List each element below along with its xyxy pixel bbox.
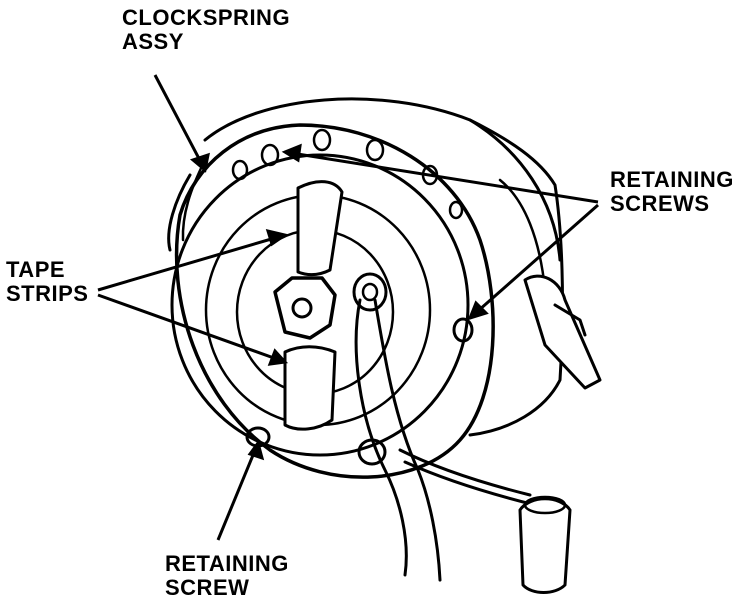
arrowhead-clockspring [189,152,210,173]
wire-harness-1 [354,298,408,577]
label-clockspring-line2: ASSY [122,29,184,54]
arrowhead-retaining-screw [247,439,265,461]
outer-flange [174,123,495,479]
switch-lever [523,274,602,390]
leader-clockspring [153,74,207,171]
flange-lip-inner [181,158,207,242]
wire-harness-2 [373,298,442,582]
label-retaining-screws: RETAINING SCREWS [610,168,734,216]
hub-center [291,297,313,319]
steering-column-housing [203,97,564,437]
tape-strip-lower [283,345,337,431]
connector-boss-hole [361,282,379,302]
arrowhead-tape-upper [265,228,289,247]
leader-tape-lower [97,293,286,364]
leader-tape-upper [97,233,286,292]
label-retaining-screws-line1: RETAINING [610,167,734,192]
label-tape-strips-line1: TAPE [6,257,66,282]
connector-boss [352,272,388,312]
leader-retaining-screw [216,442,260,541]
wire-harness-4 [403,460,537,507]
label-retaining-screw: RETAINING SCREW [165,552,289,600]
label-retaining-screw-line1: RETAINING [165,551,289,576]
leader-lines [97,74,599,541]
retaining-screw-right [452,317,474,343]
label-retaining-screw-line2: SCREW [165,575,250,600]
connector-plug [518,497,572,594]
housing-side [468,118,562,262]
arrowhead-tape-lower [267,348,289,366]
label-tape-strips: TAPE STRIPS [6,258,88,306]
flange-lip [167,173,192,252]
label-retaining-screws-line2: SCREWS [610,191,710,216]
switch-stalk [553,303,587,337]
label-tape-strips-line2: STRIPS [6,281,89,306]
clockspring-outer-ring [170,153,470,457]
arrowhead-screws-lower [467,300,489,321]
arrowhead-screws-upper [281,143,302,163]
hub-hex [273,276,337,340]
leader-retaining-screws-upper [284,150,599,204]
plug-top [523,495,567,515]
tape-strip-upper [296,180,344,277]
label-clockspring-line1: CLOCKSPRING [122,5,291,30]
leader-retaining-screws-lower [469,203,599,320]
label-clockspring-assy: CLOCKSPRING ASSY [122,6,290,54]
wire-harness-3 [398,448,532,497]
